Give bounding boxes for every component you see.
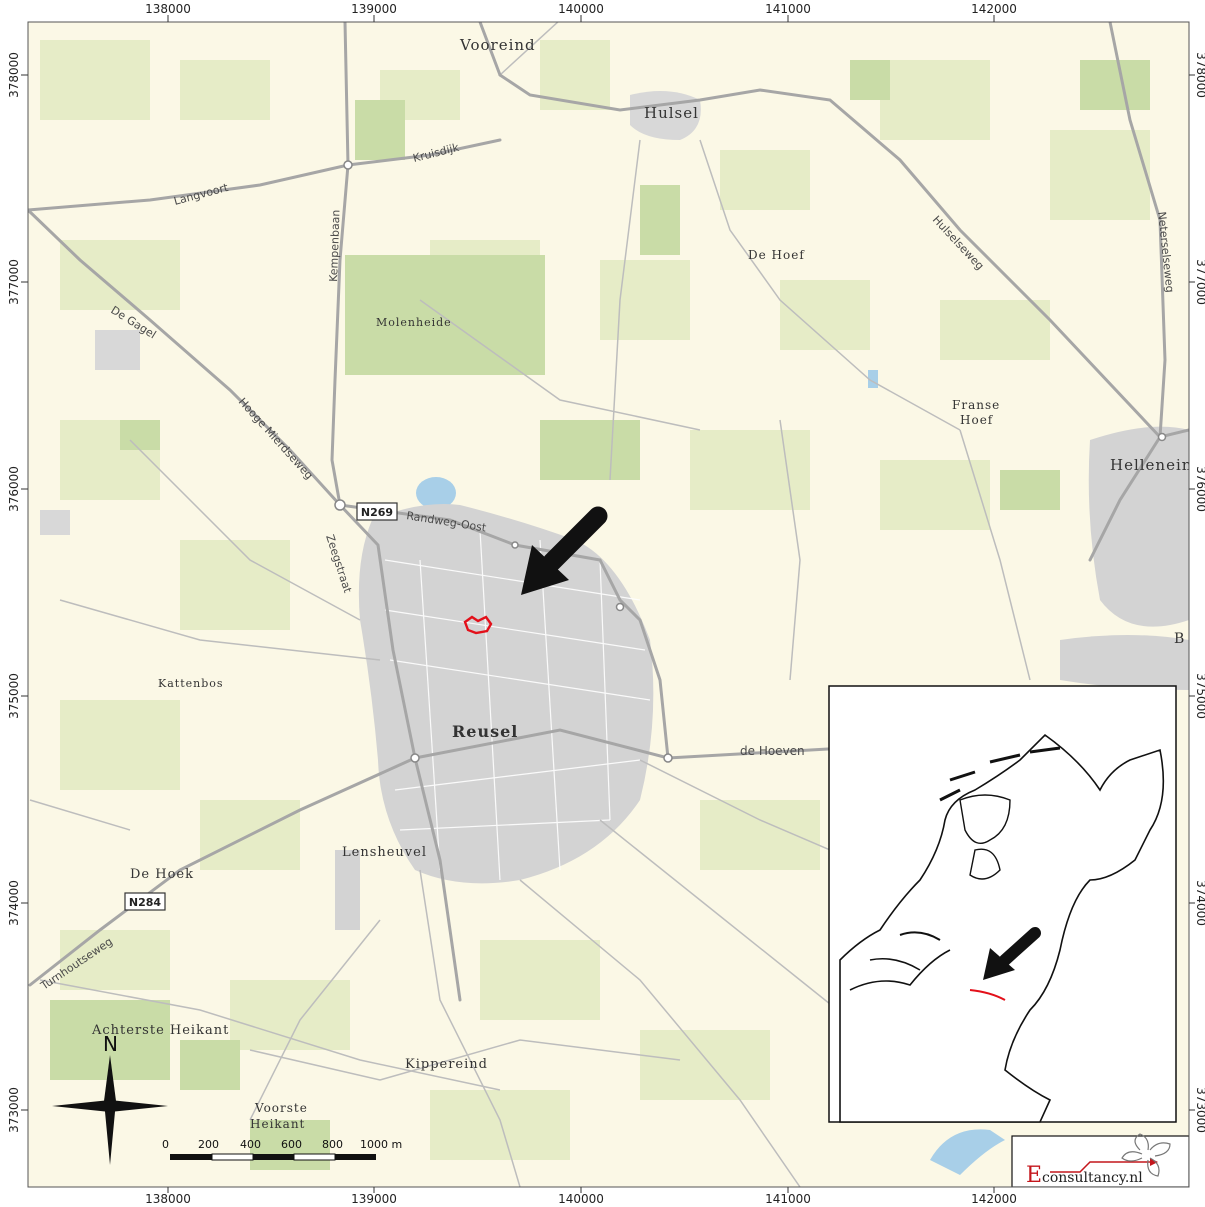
- minor-roads: [29, 22, 1031, 1187]
- place-label-hulsel: Hulsel: [644, 104, 699, 122]
- scale-label-200: 200: [198, 1138, 219, 1151]
- place-label-vooreind: Vooreind: [459, 36, 536, 54]
- x-tick-bottom-141000: 141000: [765, 1192, 811, 1206]
- scale-label-600: 600: [281, 1138, 302, 1151]
- scale-bar: 0 200 400 600 800 1000 m: [162, 1138, 402, 1161]
- y-tick-right-375000: 375000: [1194, 673, 1205, 719]
- x-tick-bottom-138000: 138000: [145, 1192, 191, 1206]
- y-tick-right-376000: 376000: [1194, 466, 1205, 512]
- netherlands-outline: [839, 733, 1165, 1123]
- y-tick-right-373000: 373000: [1194, 1087, 1205, 1133]
- helleneind-urban-area: [1088, 426, 1189, 627]
- north-label: N: [103, 1032, 118, 1056]
- clover-icon: [1121, 1133, 1171, 1177]
- scale-label-400: 400: [240, 1138, 261, 1151]
- y-tick-left-373000: 373000: [7, 1087, 21, 1133]
- x-tick-top-138000: 138000: [145, 2, 191, 16]
- y-tick-left-375000: 375000: [7, 673, 21, 719]
- x-tick-top-139000: 139000: [351, 2, 397, 16]
- y-tick-left-377000: 377000: [7, 259, 21, 305]
- x-tick-bottom-142000: 142000: [971, 1192, 1017, 1206]
- forest-patches: [50, 60, 1150, 1170]
- place-label-heikant: Heikant: [250, 1117, 305, 1131]
- place-label-molenheide: Molenheide: [376, 316, 452, 329]
- logo-text: consultancy.nl: [1042, 1170, 1143, 1186]
- y-tick-left-378000: 378000: [7, 52, 21, 98]
- place-label-kattenbos: Kattenbos: [158, 677, 224, 690]
- y-tick-left-376000: 376000: [7, 466, 21, 512]
- site-arrow: [521, 506, 608, 595]
- place-label-helleneind: Helleneind: [1110, 456, 1203, 474]
- company-logo: E consultancy.nl: [1011, 1133, 1189, 1188]
- x-tick-top-140000: 140000: [558, 2, 604, 16]
- road-junctions: [334, 160, 1167, 763]
- x-tick-top-141000: 141000: [765, 2, 811, 16]
- inset-overview-map: [828, 685, 1177, 1123]
- east-urban-area: [1060, 635, 1189, 690]
- shield-n284-label: N284: [129, 896, 162, 909]
- place-label-voorste: Voorste: [254, 1101, 308, 1115]
- place-label-kippereind: Kippereind: [405, 1057, 488, 1072]
- y-tick-left-374000: 374000: [7, 880, 21, 926]
- place-label-de-hoef: De Hoef: [748, 248, 805, 262]
- place-label-lensheuvel: Lensheuvel: [342, 845, 427, 860]
- road-label-de-hoeven: de Hoeven: [740, 744, 805, 758]
- x-tick-bottom-139000: 139000: [351, 1192, 397, 1206]
- grid-ticks: [21, 15, 1195, 1193]
- water-bodies: [416, 370, 1005, 1175]
- y-tick-right-377000: 377000: [1194, 259, 1205, 305]
- scale-label-0: 0: [162, 1138, 169, 1151]
- scale-label-1000m: 1000 m: [360, 1138, 402, 1151]
- place-label-reusel: Reusel: [452, 722, 518, 741]
- road-label-kempenbaan: Kempenbaan: [327, 209, 343, 282]
- x-tick-top-142000: 142000: [971, 2, 1017, 16]
- reusel-urban-area: [358, 504, 654, 884]
- place-label-franse: Franse: [952, 398, 1000, 412]
- shield-n284: N284: [124, 892, 166, 911]
- scale-label-800: 800: [322, 1138, 343, 1151]
- place-label-de-hoek: De Hoek: [130, 867, 194, 882]
- map-frame: [27, 21, 1190, 1188]
- place-label-achterste-heikant: Achterste Heikant: [91, 1023, 229, 1038]
- shield-n269-label: N269: [361, 506, 393, 519]
- field-patches: [40, 40, 1150, 1160]
- place-label-b: B: [1174, 631, 1185, 647]
- place-label-hoef: Hoef: [960, 413, 994, 427]
- y-tick-right-378000: 378000: [1194, 52, 1205, 98]
- y-tick-right-374000: 374000: [1194, 880, 1205, 926]
- logo-initial: E: [1026, 1163, 1042, 1188]
- study-site-outline: [463, 615, 493, 635]
- town-streets: [384, 529, 651, 881]
- main-roads: [28, 22, 1189, 1002]
- north-arrow: N: [52, 1032, 168, 1165]
- x-tick-bottom-140000: 140000: [558, 1192, 604, 1206]
- shield-n269: N269: [356, 502, 398, 521]
